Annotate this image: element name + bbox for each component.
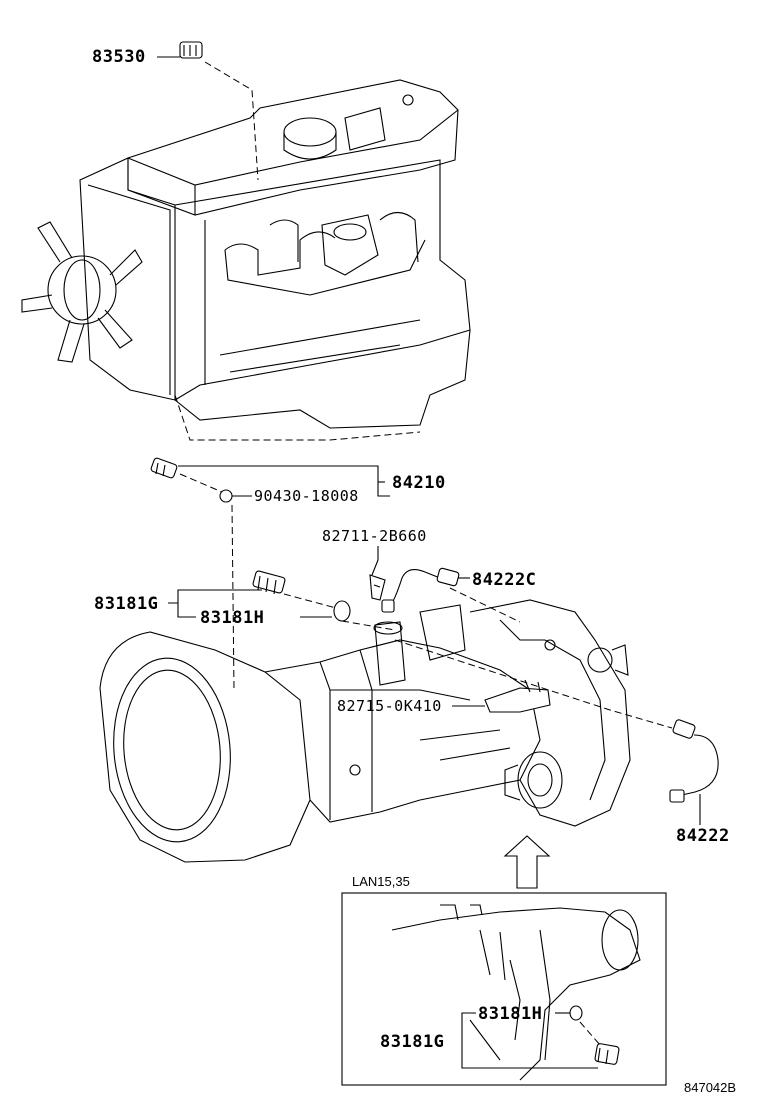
- inset-illustration: [391, 904, 641, 1081]
- drawing-number: 847042B: [684, 1080, 737, 1095]
- label-83530: 83530: [92, 47, 146, 67]
- inset-bracket-83181: [461, 1012, 598, 1069]
- inset-switch-83181G: [594, 1043, 620, 1065]
- wire-clamp-82715: [484, 679, 551, 713]
- label-83181H: 83181H: [200, 608, 265, 628]
- leader-82711: [371, 546, 379, 576]
- inset-gasket-83181H: [569, 1005, 583, 1021]
- label-82715-0K410: 82715-0K410: [337, 697, 442, 715]
- speed-sensor-84222C: [381, 567, 470, 613]
- label-83181G: 83181G: [94, 594, 159, 614]
- switch-83181G: [252, 570, 286, 595]
- label-84222C: 84222C: [472, 570, 537, 590]
- engine-illustration: [21, 79, 471, 441]
- label-82711-2B660: 82711-2B660: [322, 527, 427, 545]
- label-90430-18008: 90430-18008: [254, 487, 359, 505]
- backup-switch-84210: [150, 457, 178, 479]
- oil-pressure-switch-83530: [179, 41, 203, 59]
- inset-frame: [341, 892, 667, 1086]
- inset-label-83181H: 83181H: [478, 1004, 543, 1024]
- leader-83530: [204, 61, 259, 181]
- label-lan15-35: LAN15,35: [352, 874, 410, 889]
- gasket-83181H: [333, 600, 351, 622]
- bracket-84210: [178, 465, 390, 497]
- label-84210: 84210: [392, 473, 446, 493]
- up-arrow-icon: [503, 835, 551, 889]
- wire-clamp-82711: [369, 574, 386, 601]
- bracket-83181: [168, 589, 262, 618]
- transmission-illustration: [99, 599, 631, 863]
- speed-sensor-84222: [669, 719, 719, 803]
- inset-label-83181G: 83181G: [380, 1032, 445, 1052]
- label-84222: 84222: [676, 826, 730, 846]
